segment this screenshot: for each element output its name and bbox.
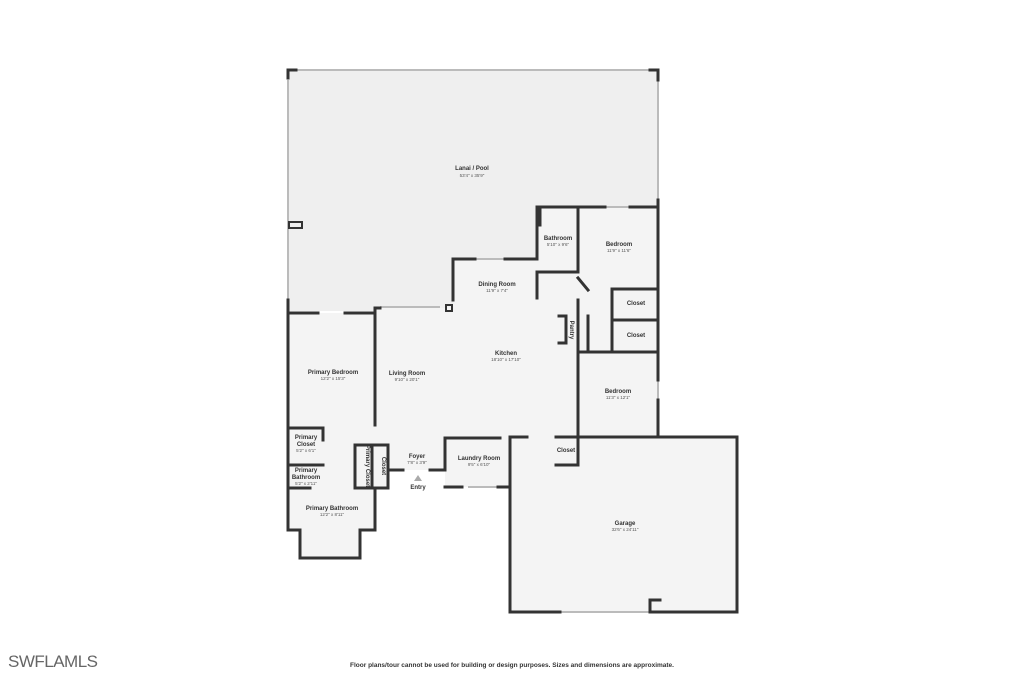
room-dims-primary-closet: 5'2" x 6'1" xyxy=(296,448,316,453)
room-label-closet-2: Closet xyxy=(627,333,645,339)
room-label-primary-closet-2: Closet xyxy=(297,442,315,448)
room-dims-primary-bath-small: 5'2" x 2'11" xyxy=(295,481,317,486)
room-label-primary-bath-small: Primary xyxy=(295,468,318,474)
room-dims-bedroom-1: 11'9" x 11'6" xyxy=(607,248,631,253)
room-label-pantry: Pantry xyxy=(568,321,574,340)
interior-floor xyxy=(289,207,737,612)
room-label-primary-closet: Primary xyxy=(295,435,318,441)
room-label-bedroom-1: Bedroom xyxy=(606,242,632,248)
room-dims-foyer: 7'8" x 3'9" xyxy=(407,460,427,465)
room-label-laundry: Laundry Room xyxy=(458,456,500,462)
room-label-garage: Garage xyxy=(615,521,636,527)
room-dims-bathroom: 5'10" x 9'6" xyxy=(547,242,570,247)
room-label-bathroom: Bathroom xyxy=(544,236,572,242)
room-label-bedroom-2: Bedroom xyxy=(605,389,631,395)
room-dims-dining: 11'9" x 7'4" xyxy=(486,288,508,293)
room-dims-primary-bathroom: 12'2" x 8'11" xyxy=(320,512,345,517)
entry-arrow-icon xyxy=(414,475,422,481)
room-label-living: Living Room xyxy=(389,371,425,377)
room-label-lanai: Lanai / Pool xyxy=(455,166,489,172)
room-label-kitchen: Kitchen xyxy=(495,351,517,357)
room-label-primary-closet-v: Primary Closet xyxy=(364,445,370,487)
room-dims-lanai: 53'4" x 35'9" xyxy=(460,173,485,178)
room-dims-kitchen: 18'10" x 17'10" xyxy=(491,357,521,362)
disclaimer-footer: Floor plans/tour cannot be used for buil… xyxy=(350,662,674,669)
room-dims-primary-bedroom: 12'2" x 15'3" xyxy=(321,376,346,381)
room-label-dining: Dining Room xyxy=(478,282,515,288)
room-dims-laundry: 9'5" x 6'10" xyxy=(468,462,491,467)
room-label-closet-3: Closet xyxy=(557,448,575,454)
walls xyxy=(286,68,739,614)
room-label-closet-v: Closet xyxy=(380,457,386,475)
room-label-closet-1: Closet xyxy=(627,301,645,307)
room-label-primary-bath-small-2: Bathroom xyxy=(292,475,320,481)
room-label-foyer: Foyer xyxy=(409,454,426,460)
room-label-primary-bathroom: Primary Bathroom xyxy=(306,506,358,512)
room-dims-living: 9'10" x 20'1" xyxy=(395,377,420,382)
room-dims-bedroom-2: 11'3" x 12'1" xyxy=(606,395,631,400)
logo: SWFLAMLS xyxy=(8,652,98,671)
room-dims-garage: 32'6" x 24'11" xyxy=(612,527,639,532)
entry-label: Entry xyxy=(410,485,426,491)
room-label-primary-bedroom: Primary Bedroom xyxy=(308,370,358,376)
